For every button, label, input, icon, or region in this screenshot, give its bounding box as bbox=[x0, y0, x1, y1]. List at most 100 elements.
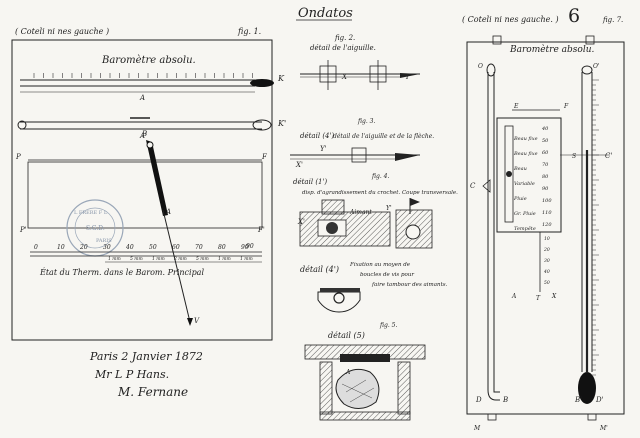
letter-p: P bbox=[15, 153, 21, 161]
dial-word: Pluie bbox=[513, 196, 527, 202]
scale-word: 1 mm bbox=[218, 256, 231, 262]
tube-number: 10 bbox=[544, 236, 550, 242]
letter-a3: A bbox=[165, 208, 171, 216]
letter-t: T bbox=[536, 295, 541, 302]
scale-number: 90 bbox=[241, 244, 249, 251]
svg-text:L FRERE F L: L FRERE F L bbox=[74, 210, 108, 216]
letter-c2: C' bbox=[605, 152, 612, 160]
detail-4b-label: détail (4') bbox=[300, 265, 339, 274]
dial-number: 40 bbox=[541, 126, 549, 132]
letter-d: D bbox=[475, 396, 482, 404]
clamp-drawing bbox=[317, 288, 361, 313]
letter-k2: K' bbox=[277, 119, 286, 128]
letter-v: V bbox=[194, 317, 200, 325]
scale-number: 10 bbox=[57, 244, 65, 251]
dial-number: 120 bbox=[542, 222, 552, 228]
dial-number: 90 bbox=[542, 186, 549, 192]
letter-x: X bbox=[341, 73, 348, 81]
fixation-note-2: boucles de vis pour bbox=[360, 272, 414, 278]
letter-m2: M' bbox=[599, 425, 608, 432]
letter-a2: A' bbox=[139, 132, 147, 140]
tube-number: 40 bbox=[543, 269, 550, 275]
letter-b: B bbox=[141, 130, 147, 138]
letter-e: E bbox=[513, 103, 519, 110]
letter-y2: Y' bbox=[320, 145, 327, 153]
bottom-clip-left bbox=[487, 413, 497, 421]
dial-number: 50 bbox=[542, 138, 549, 144]
scale-frame bbox=[27, 161, 263, 229]
letter-x-right: X bbox=[551, 293, 557, 300]
fig5-label: fig. 5. bbox=[379, 322, 397, 329]
right-note: ( Coteli ni nes gauche. ) bbox=[462, 15, 559, 24]
letter-y3: Y' bbox=[386, 205, 392, 212]
tube-number: 50 bbox=[544, 280, 550, 286]
tube-number: 30 bbox=[544, 258, 550, 264]
left-panel: ( Coteli ni nes gauche ) fig. 1. Baromèt… bbox=[11, 27, 286, 399]
scale-number: 60 bbox=[172, 244, 180, 251]
scale-number: 30 bbox=[103, 244, 111, 251]
letter-p2: P' bbox=[19, 226, 27, 234]
right-panel: ( Coteli ni nes gauche. ) fig. 7. Baromè… bbox=[462, 15, 625, 432]
top-clip-left bbox=[492, 35, 502, 45]
needle-pointer bbox=[146, 140, 193, 326]
letter-o: O bbox=[478, 63, 483, 70]
dial-number: 110 bbox=[542, 210, 552, 216]
plate-date: Paris 2 Janvier 1872 bbox=[89, 350, 203, 363]
mercury-bulb bbox=[250, 79, 274, 87]
left-fig-label: fig. 1. bbox=[237, 27, 261, 36]
scale-end-label: 90 bbox=[246, 243, 254, 250]
detail-4-text: détail de l'aiguille et de la flèche. bbox=[333, 133, 434, 140]
scale-word: 1 mm bbox=[108, 256, 121, 262]
dial-word: Beau bbox=[513, 166, 527, 172]
scale-word: 1 mm bbox=[152, 256, 165, 262]
detail-1-text: disp. d'agrandissement du crochet. Coupe… bbox=[302, 190, 458, 196]
dial-word: Variable bbox=[514, 181, 535, 187]
left-caption: État du Therm. dans le Barom. Principal bbox=[39, 268, 204, 277]
letter-c: C bbox=[470, 182, 476, 190]
letter-x2: X' bbox=[295, 161, 303, 169]
letter-x3: X' bbox=[297, 218, 305, 226]
fig2-label: fig. 2. bbox=[334, 34, 355, 42]
thermometer-bulb bbox=[578, 372, 596, 404]
fixation-note-3: faire tambour des aimants. bbox=[371, 282, 448, 288]
left-heading: Baromètre absolu. bbox=[101, 55, 196, 66]
dial-word: Tempête bbox=[514, 225, 536, 232]
letter-o2: O' bbox=[593, 63, 600, 70]
arrow-detail-drawing bbox=[290, 147, 420, 163]
letter-b2: B' bbox=[574, 396, 582, 404]
dial-number: 80 bbox=[542, 174, 549, 180]
scale-number: 80 bbox=[218, 244, 226, 251]
thermometer-right bbox=[560, 65, 610, 404]
right-frame bbox=[466, 41, 625, 415]
detail-4-label: détail (4') bbox=[300, 132, 334, 140]
mount-section-drawing bbox=[304, 344, 426, 421]
top-clip-right bbox=[585, 35, 595, 45]
scale-word: 5 mm bbox=[130, 256, 143, 262]
dial-word: Gr. Pluie bbox=[514, 211, 536, 217]
page-number: 6 bbox=[568, 5, 580, 27]
cross-section-drawing bbox=[299, 198, 433, 249]
scale-number: 40 bbox=[125, 244, 134, 251]
letter-f: F bbox=[261, 153, 268, 161]
letter-k: K bbox=[277, 74, 285, 83]
letter-y: Y bbox=[405, 73, 411, 81]
letter-f-right: F bbox=[563, 103, 569, 110]
letter-b-right: B bbox=[502, 396, 508, 404]
scale-number: 0 bbox=[34, 244, 38, 251]
dial-word: Beau fixe bbox=[513, 151, 538, 157]
detail-needle: détail de l'aiguille. bbox=[310, 44, 376, 52]
scale-word: 2 mm bbox=[173, 256, 187, 262]
scale-word: 1 mm bbox=[240, 256, 253, 262]
fig4-label: fig. 4. bbox=[371, 173, 389, 180]
right-heading: Baromètre absolu. bbox=[509, 44, 595, 55]
barometer-tube-second bbox=[17, 117, 272, 131]
fig3-label: fig. 3. bbox=[357, 118, 375, 125]
note-label: Aimant bbox=[349, 209, 372, 216]
dial-number: 60 bbox=[542, 150, 549, 156]
signature-line-1: Mr L P Hans. bbox=[94, 368, 169, 381]
letter-mid-a: A bbox=[345, 369, 351, 376]
letter-d2: D' bbox=[595, 396, 604, 404]
